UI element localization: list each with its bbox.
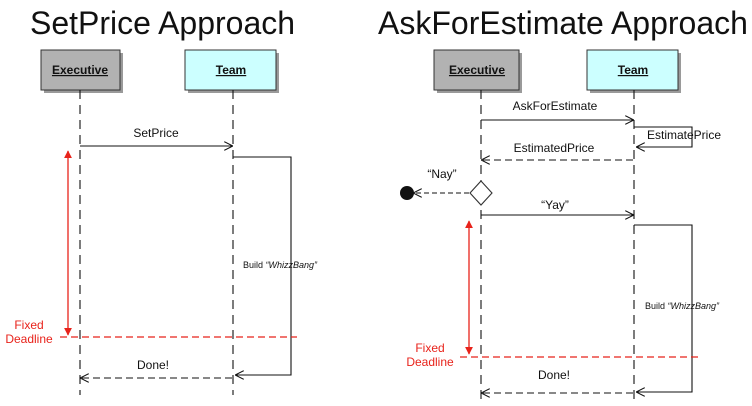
right-build-prefix: Build bbox=[645, 301, 668, 311]
right-estimateprice-loop bbox=[634, 126, 693, 147]
right-estimatedprice-label: EstimatedPrice bbox=[514, 141, 595, 155]
left-setprice-label: SetPrice bbox=[133, 126, 179, 140]
end-state-node bbox=[400, 186, 414, 200]
right-deadline-label-2: Deadline bbox=[406, 355, 454, 369]
right-build-label: Build “WhizzBang” bbox=[645, 301, 720, 311]
right-askforestimate-label: AskForEstimate bbox=[513, 99, 598, 113]
right-team-box bbox=[586, 49, 679, 91]
right-yay-label: “Yay” bbox=[541, 198, 569, 212]
right-deadline-label-1: Fixed bbox=[415, 341, 444, 355]
right-diagram-title: AskForEstimate Approach bbox=[378, 5, 748, 41]
right-build-name: “WhizzBang” bbox=[668, 301, 721, 311]
left-done-label: Done! bbox=[137, 358, 169, 372]
left-build-loop bbox=[233, 156, 292, 375]
left-build-prefix: Build bbox=[243, 260, 266, 270]
right-executive-box bbox=[433, 49, 520, 91]
left-team-box bbox=[184, 49, 277, 91]
right-executive-label: Executive bbox=[449, 63, 505, 77]
askforestimate-diagram: AskForEstimate Approach Executive Team A… bbox=[378, 5, 748, 400]
left-team-actor: Team bbox=[184, 49, 279, 93]
left-executive-label: Executive bbox=[52, 63, 108, 77]
left-diagram-title: SetPrice Approach bbox=[30, 5, 295, 41]
setprice-diagram: SetPrice Approach Executive Team SetPric… bbox=[5, 5, 318, 395]
right-build-loop bbox=[634, 224, 693, 392]
right-done-label: Done! bbox=[538, 368, 570, 382]
left-executive-actor: Executive bbox=[40, 49, 123, 93]
left-team-label: Team bbox=[216, 63, 246, 77]
left-build-label: Build “WhizzBang” bbox=[243, 260, 318, 270]
right-executive-actor: Executive bbox=[433, 49, 522, 93]
right-team-label: Team bbox=[618, 63, 648, 77]
right-estimateprice-label: EstimatePrice bbox=[647, 128, 721, 142]
right-nay-label: “Nay” bbox=[427, 167, 456, 181]
left-executive-box bbox=[40, 49, 121, 91]
right-team-actor: Team bbox=[586, 49, 681, 93]
left-deadline-label-2: Deadline bbox=[5, 332, 53, 346]
decision-diamond bbox=[469, 180, 493, 206]
left-build-name: “WhizzBang” bbox=[266, 260, 319, 270]
left-deadline-label-1: Fixed bbox=[14, 318, 43, 332]
